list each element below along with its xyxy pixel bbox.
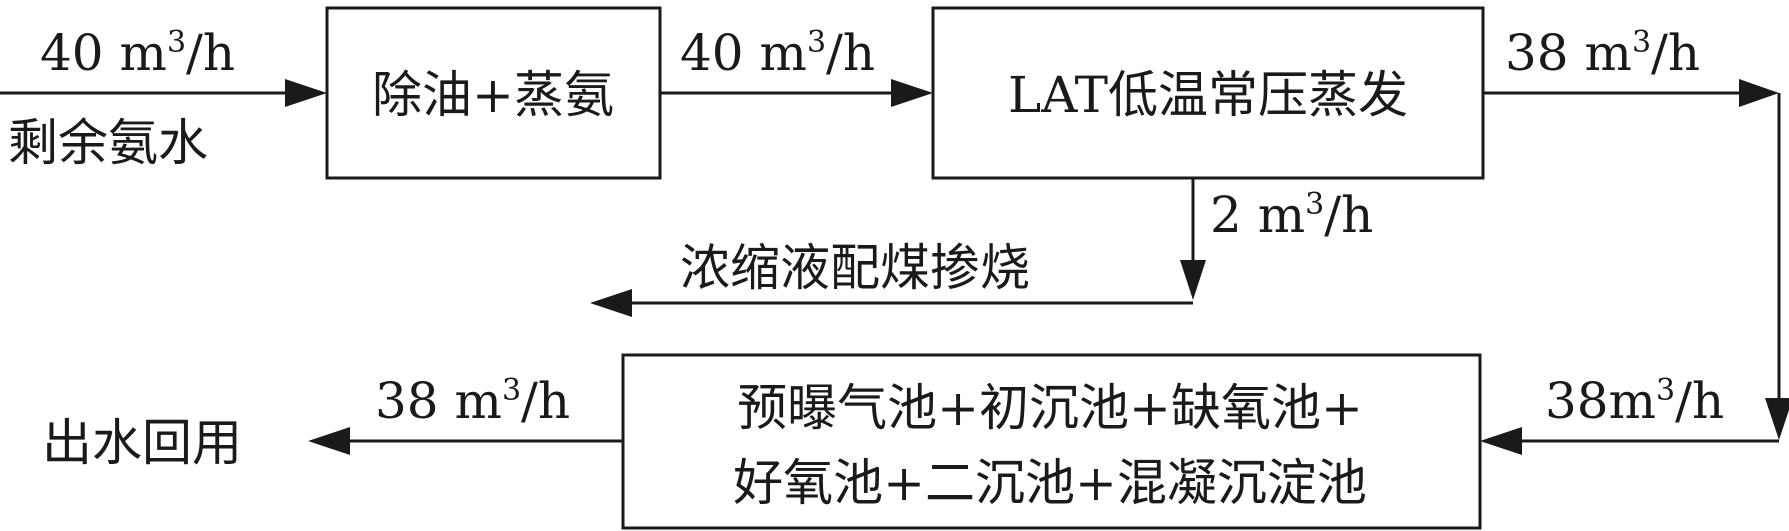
lat-evaporation-box (931, 6, 1485, 180)
evaporation-box-label: LAT低温常压蒸发 (1008, 66, 1408, 124)
evaporation-out-arrowhead (1739, 79, 1779, 107)
effluent-arrowhead (308, 427, 350, 455)
concentrate-use-label: 浓缩液配煤掺烧 (680, 239, 1030, 297)
biological-treatment-box (621, 353, 1482, 530)
right-down-arrowhead (1765, 398, 1789, 440)
inflow-arrowhead (285, 79, 327, 107)
bio-box-label-line2: 好氧池+二沉池+混凝沉淀池 (733, 454, 1367, 512)
to-bio-rate-label: 38m3/h (1545, 372, 1724, 430)
evaporation-out-rate-label: 38 m3/h (1505, 24, 1700, 82)
to-evaporation-arrowhead (891, 79, 933, 107)
bio-box-label-line1: 预曝气池+初沉池+缺氧池+ (737, 379, 1363, 437)
inflow-rate-label: 40 m3/h (40, 24, 235, 82)
to-bio-arrowhead (1480, 427, 1522, 455)
inflow-name-label: 剩余氨水 (8, 114, 208, 172)
to-evaporation-rate-label: 40 m3/h (680, 24, 875, 82)
concentrate-down-arrowhead (1180, 260, 1206, 300)
effluent-rate-label: 38 m3/h (375, 372, 570, 430)
concentrate-rate-label: 2 m3/h (1210, 186, 1373, 244)
concentrate-left-arrowhead (590, 289, 632, 317)
outflow-name-label: 出水回用 (42, 414, 242, 472)
oil-removal-ammonia-stripping-box (325, 6, 662, 180)
oil-removal-box-label: 除油+蒸氨 (372, 66, 614, 124)
